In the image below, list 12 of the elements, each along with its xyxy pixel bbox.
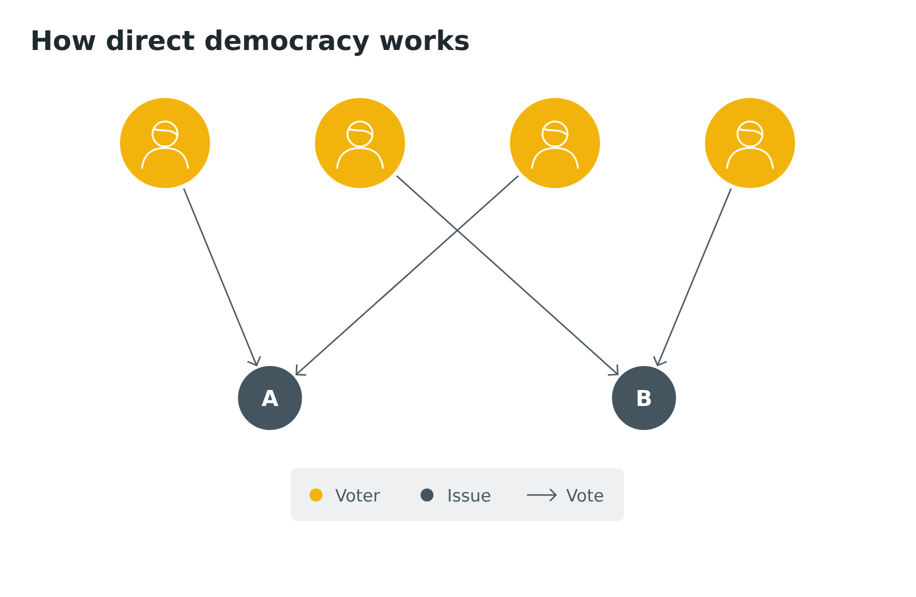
avatar-circle (510, 98, 600, 188)
avatar-circle (315, 98, 405, 188)
avatar-circle (120, 98, 210, 188)
avatar-circle (705, 98, 795, 188)
legend-label: Issue (448, 489, 490, 502)
arrow (295, 175, 519, 376)
title: How direct democracy works (32, 29, 469, 56)
arrow (396, 175, 619, 376)
legend-label: Voter (335, 489, 380, 502)
legend-label: Vote (566, 489, 604, 502)
arrow (653, 188, 732, 366)
arrow (183, 188, 262, 366)
